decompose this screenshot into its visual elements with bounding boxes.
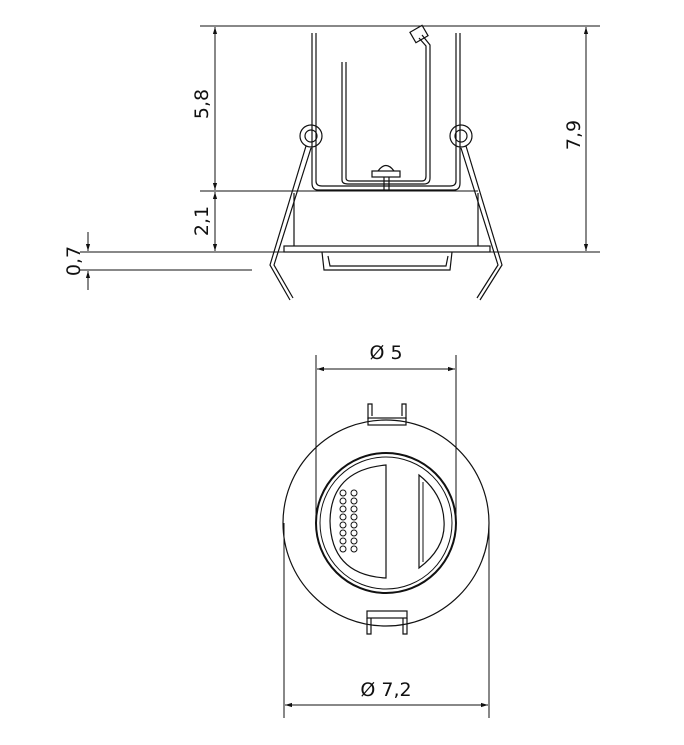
outer-trim-ring [282,419,490,627]
led-dots [339,489,358,553]
dimension-label-flange-depth: 0,7 [63,246,85,276]
dimension-label-bracket-height: 5,8 [191,89,213,119]
dimension-label-cutout-diameter: Ø 5 [369,342,402,364]
led-dot [339,545,347,553]
side-view: 5,8 2,1 7,9 0,7 [63,24,600,301]
led-dot [339,521,347,529]
top-clip [367,403,407,426]
dimension-label-outer-diameter: Ø 7,2 [360,679,411,701]
led-dot [339,489,347,497]
led-dot [339,513,347,521]
led-dot [350,545,358,553]
led-dot [350,505,358,513]
front-view: Ø 5 Ø 7,2 [282,342,490,718]
spring-clip-left [269,124,323,301]
bottom-clip [366,610,408,635]
led-dot [339,505,347,513]
spring-clip-right [449,124,503,301]
led-dot [350,497,358,505]
mounting-bracket [311,24,461,191]
led-dot [339,537,347,545]
led-dot [339,497,347,505]
dimension-label-body-height: 2,1 [191,206,213,236]
led-dot [350,513,358,521]
left-lens-segment [329,464,387,579]
led-dot [350,521,358,529]
right-lens-segment [418,473,445,570]
led-dot [339,529,347,537]
led-dot [350,489,358,497]
led-dot [350,537,358,545]
fixture-body [283,193,491,271]
inner-ring [315,452,457,594]
inner-ring-lip [319,456,453,590]
led-dot [350,529,358,537]
dimension-label-total-height: 7,9 [563,120,585,150]
